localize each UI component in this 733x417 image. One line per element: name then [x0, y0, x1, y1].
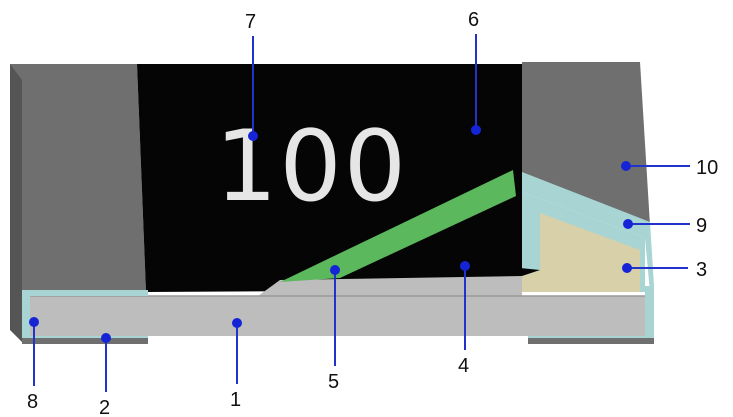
right-bottom-electrode: [528, 338, 654, 344]
right-inner-electrode: [522, 213, 640, 292]
left-end-cap-side: [10, 64, 22, 342]
callout-4-label: 4: [458, 355, 469, 377]
resistance-marking: 100: [215, 110, 408, 224]
callout-7-label: 7: [245, 11, 256, 33]
callout-2-label: 2: [99, 397, 110, 417]
callout-10-label: 10: [696, 157, 718, 179]
callout-1-dot: [232, 318, 242, 328]
callout-6-dot: [471, 125, 481, 135]
callout-4-dot: [460, 261, 470, 271]
callout-8-dot: [29, 317, 39, 327]
callout-10-dot: [621, 161, 631, 171]
callout-9-dot: [623, 219, 633, 229]
callout-5-label: 5: [328, 371, 339, 393]
callout-7-dot: [248, 131, 258, 141]
callout-6-label: 6: [468, 9, 479, 31]
ceramic-substrate: [30, 296, 645, 336]
callout-5-dot: [330, 265, 340, 275]
callout-9-label: 9: [696, 215, 707, 237]
callout-3-dot: [622, 263, 632, 273]
callout-8-label: 8: [27, 391, 38, 413]
right-plating-wrap: [528, 286, 654, 342]
callout-2-dot: [101, 333, 111, 343]
substrate-top-strip: [258, 276, 522, 296]
right-plating-layer: [522, 172, 654, 292]
right-end-cap: [522, 62, 650, 225]
resistive-layer: [280, 170, 516, 282]
callout-3-label: 3: [696, 259, 707, 281]
callout-1-label: 1: [230, 389, 241, 411]
left-end-cap: [10, 64, 146, 292]
left-bottom-electrode: [22, 338, 148, 344]
